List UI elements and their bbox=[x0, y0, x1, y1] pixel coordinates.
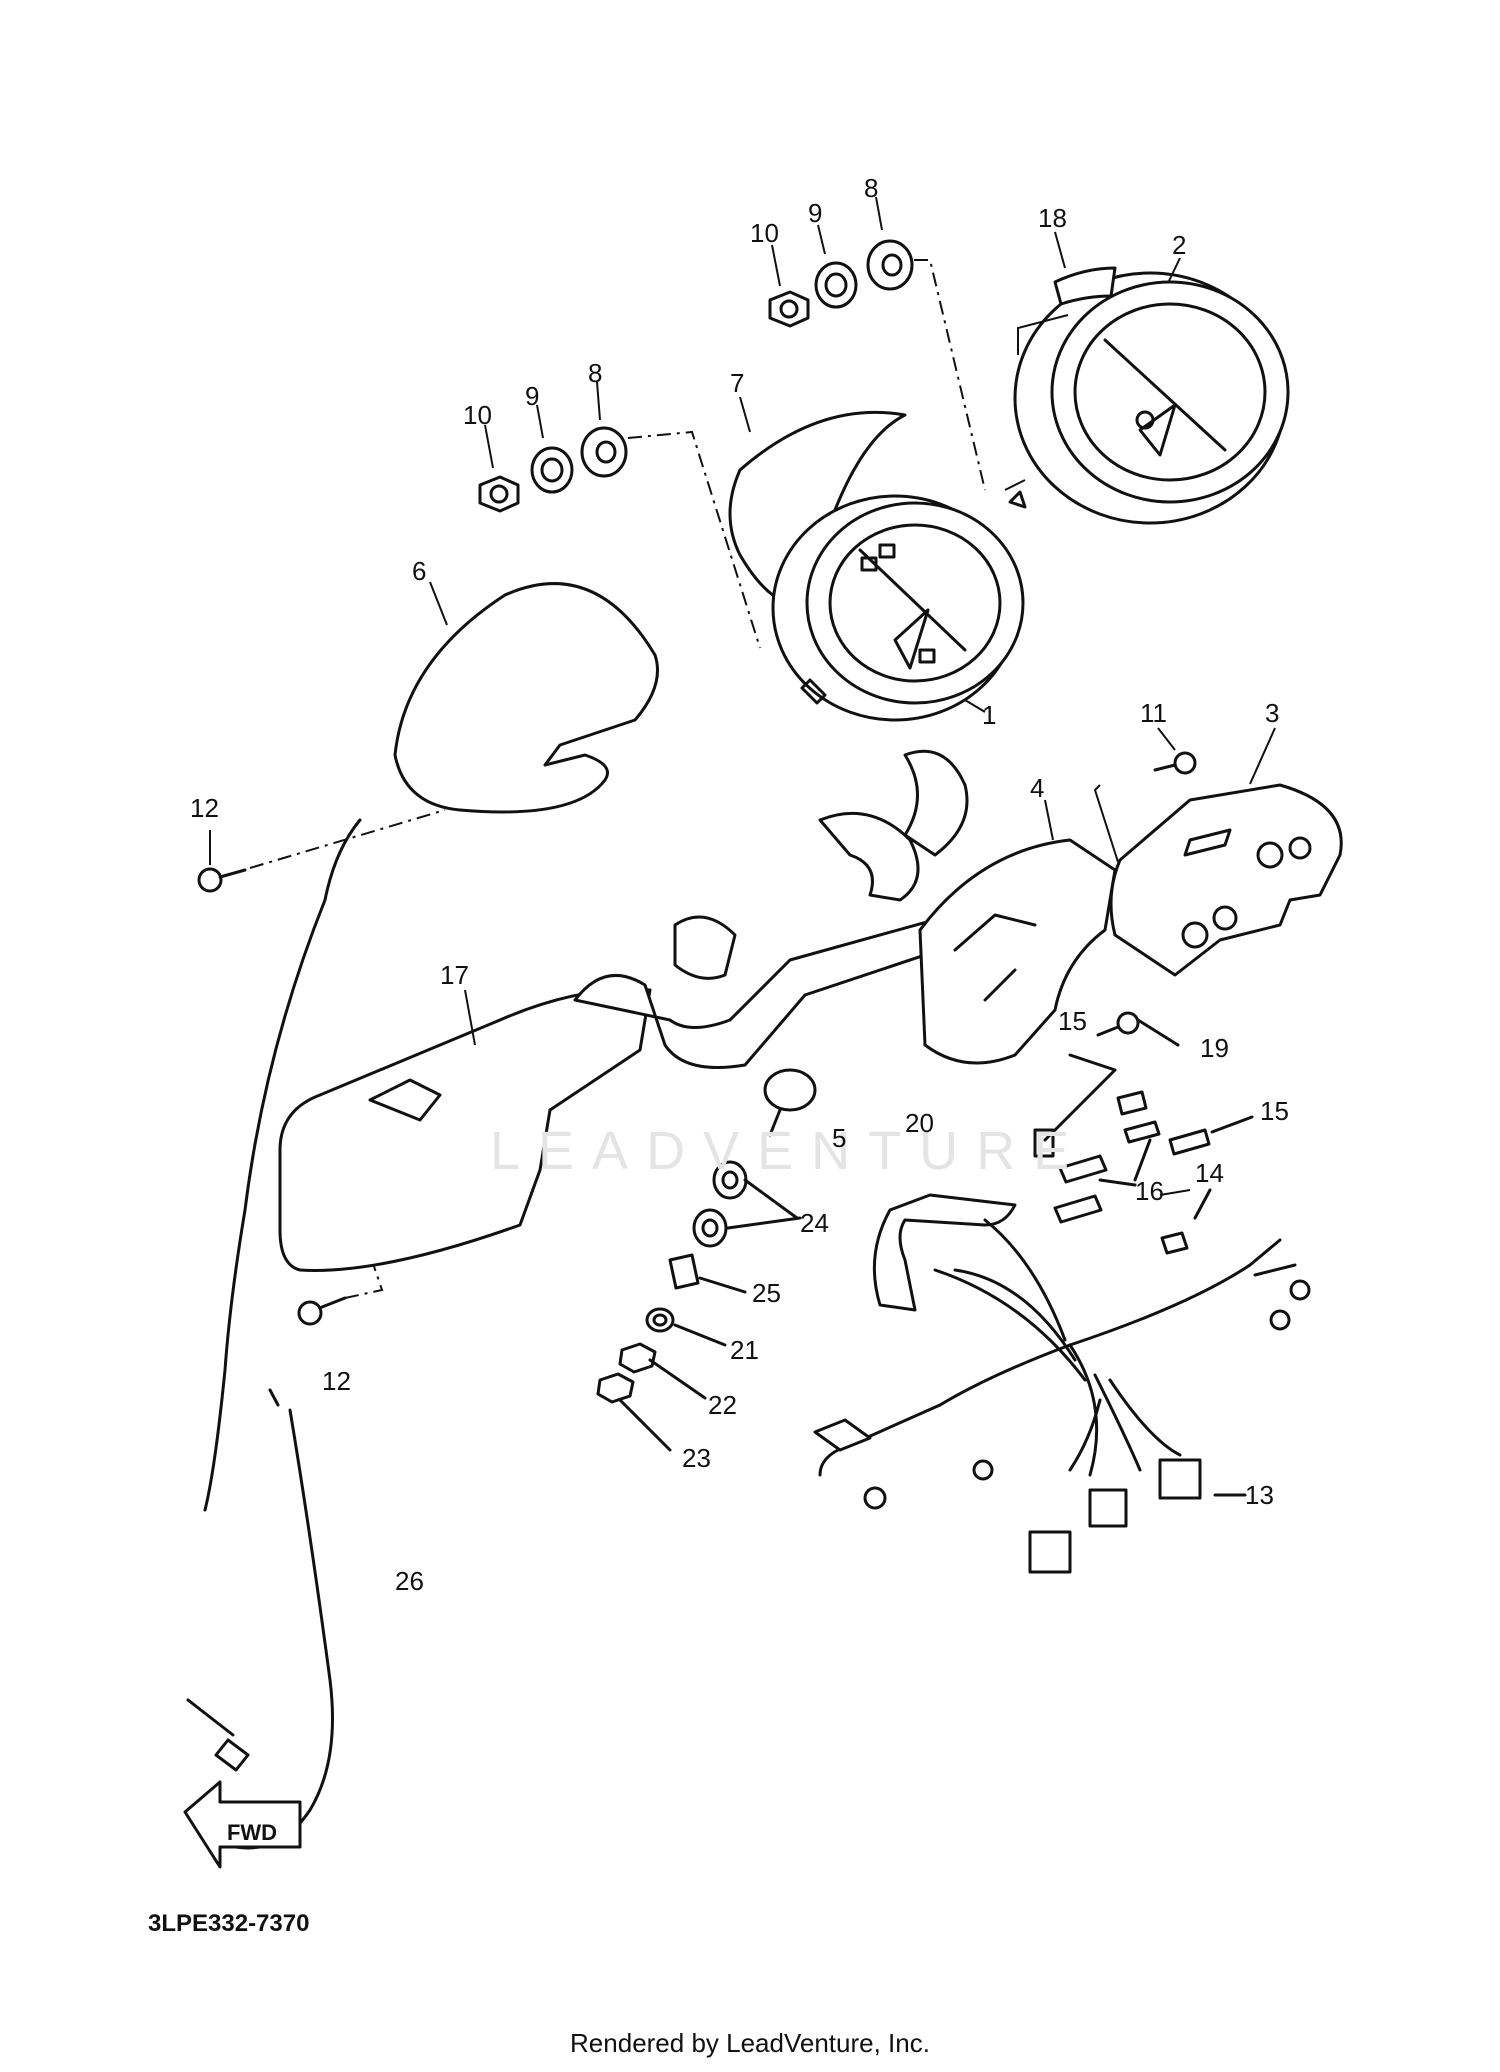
part-24-grommets bbox=[692, 1160, 748, 1248]
part-3-meter-bracket bbox=[1109, 783, 1343, 977]
diagram-code: 3LPE332-7370 bbox=[148, 1910, 310, 1937]
part-6-meter-cover bbox=[393, 582, 659, 814]
callout-26: 26 bbox=[395, 1566, 424, 1596]
footer-credit: Rendered by LeadVenture, Inc. bbox=[570, 2028, 930, 2058]
callout-22: 22 bbox=[708, 1390, 737, 1420]
callout-19: 19 bbox=[1200, 1033, 1229, 1063]
part-10-nut-left bbox=[478, 475, 520, 513]
part-16-bulb-a bbox=[1058, 1154, 1108, 1184]
callout-23: 23 bbox=[682, 1443, 711, 1473]
callout-12-lower: 12 bbox=[322, 1366, 351, 1396]
callout-9-left: 9 bbox=[525, 381, 540, 411]
callout-5: 5 bbox=[832, 1123, 847, 1153]
part-11-screw bbox=[1153, 751, 1197, 775]
callout-17: 17 bbox=[440, 960, 469, 990]
callout-18: 18 bbox=[1038, 203, 1067, 233]
part-15-bulb-c bbox=[1168, 1128, 1211, 1156]
part-12-screw-upper bbox=[197, 867, 247, 893]
callout-4: 4 bbox=[1030, 773, 1045, 803]
callout-8-upper: 8 bbox=[864, 173, 879, 203]
part-7-meter-cover bbox=[728, 410, 907, 608]
part-21-washer bbox=[645, 1307, 675, 1333]
part-8-grommet-left bbox=[580, 426, 628, 478]
part-9-washer-left bbox=[530, 446, 574, 494]
part-23-nut bbox=[596, 1372, 635, 1404]
callout-13: 13 bbox=[1245, 1480, 1274, 1510]
watermark: LEADVENTURE bbox=[490, 1121, 1088, 1181]
part-16-bulb-b bbox=[1123, 1120, 1161, 1144]
part-19-screw bbox=[1096, 1011, 1140, 1037]
part-26-speedometer-cable bbox=[198, 818, 362, 1850]
part-18-gauge-lens bbox=[1053, 266, 1117, 306]
fwd-direction-arrow: FWD bbox=[183, 1780, 302, 1869]
part-15-bulb-socket-a bbox=[1116, 1090, 1148, 1116]
part-1-speedometer bbox=[771, 494, 1025, 722]
part-20-pad bbox=[872, 1193, 1017, 1312]
callout-10-left: 10 bbox=[463, 400, 492, 430]
callout-1: 1 bbox=[982, 700, 997, 730]
callout-12-upper: 12 bbox=[190, 793, 219, 823]
callout-15-right: 15 bbox=[1260, 1096, 1289, 1126]
callout-16: 16 bbox=[1135, 1176, 1164, 1206]
part-8-grommet-upper bbox=[866, 239, 914, 291]
callout-20: 20 bbox=[905, 1108, 934, 1138]
callout-11: 11 bbox=[1140, 698, 1167, 728]
callout-6: 6 bbox=[412, 556, 427, 586]
callout-21: 21 bbox=[730, 1335, 759, 1365]
callout-8-left: 8 bbox=[588, 358, 603, 388]
callout-25: 25 bbox=[752, 1278, 781, 1308]
part-14-bulb bbox=[1160, 1231, 1189, 1255]
part-16-bulb-c bbox=[1053, 1194, 1103, 1224]
callout-7: 7 bbox=[730, 368, 745, 398]
part-2-tachometer bbox=[1004, 271, 1290, 525]
part-10-nut-upper bbox=[768, 290, 810, 328]
callout-14: 14 bbox=[1195, 1158, 1224, 1188]
part-22-nut bbox=[618, 1342, 657, 1374]
part-4-indicator-panel bbox=[918, 838, 1117, 1065]
callout-2: 2 bbox=[1172, 230, 1187, 260]
callout-3: 3 bbox=[1265, 698, 1280, 728]
fwd-label: FWD bbox=[227, 1820, 277, 1845]
part-9-washer-upper bbox=[814, 261, 858, 309]
callout-10-upper: 10 bbox=[750, 218, 779, 248]
callout-9-upper: 9 bbox=[808, 198, 823, 228]
part-25-collar bbox=[668, 1253, 700, 1290]
callout-leaders bbox=[209, 196, 1276, 1196]
part-12-screw-lower bbox=[297, 1296, 347, 1326]
part-13-wire-harness bbox=[813, 1218, 1311, 1574]
callout-15-upper: 15 bbox=[1058, 1006, 1087, 1036]
part-17-meter-housing bbox=[278, 987, 652, 1272]
callout-24: 24 bbox=[800, 1208, 829, 1238]
